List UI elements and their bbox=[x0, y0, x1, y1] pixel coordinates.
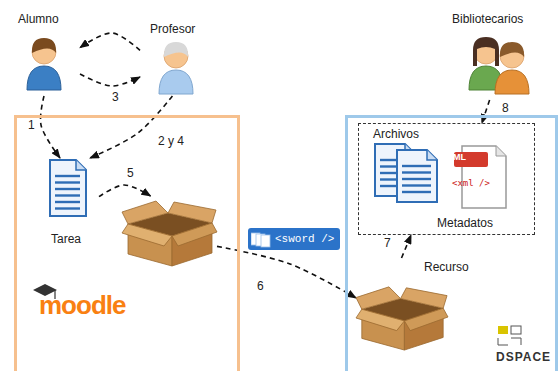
node-title: Bibliotecarios bbox=[452, 12, 523, 26]
box-icon bbox=[122, 196, 217, 268]
logo-corner bbox=[498, 338, 508, 345]
assignment-document: Tarea bbox=[39, 158, 99, 250]
node-title: Recurso bbox=[424, 260, 469, 274]
document-line bbox=[402, 184, 431, 186]
box-flap bbox=[122, 224, 172, 246]
box-flap bbox=[172, 223, 217, 246]
dashed-arrow bbox=[402, 235, 412, 258]
logo-square bbox=[498, 326, 508, 334]
document-line bbox=[402, 178, 431, 180]
sword-icon bbox=[251, 230, 273, 248]
box-flap bbox=[122, 201, 168, 224]
callout-number: 2 y 4 bbox=[156, 134, 186, 148]
dashed-arrow bbox=[80, 74, 140, 86]
node-title: Profesor bbox=[150, 22, 195, 36]
document-line bbox=[402, 191, 431, 193]
box-flap bbox=[404, 308, 448, 330]
package-box bbox=[122, 196, 217, 268]
box-flap bbox=[356, 287, 401, 309]
box-flap bbox=[168, 202, 216, 223]
document-line bbox=[55, 201, 80, 203]
callout-number: 7 bbox=[382, 236, 393, 250]
student-figure: Alumno bbox=[8, 8, 80, 96]
dashed-arrow bbox=[90, 96, 172, 158]
dashed-arrow bbox=[99, 185, 151, 197]
files-icon bbox=[373, 142, 513, 212]
libs-icon bbox=[462, 32, 536, 98]
dashed-arrow bbox=[482, 100, 490, 123]
document-line bbox=[55, 188, 80, 190]
person-hair bbox=[32, 38, 56, 53]
xml-fold bbox=[496, 146, 506, 156]
document-line bbox=[55, 207, 80, 209]
resource-package: Recurso bbox=[356, 258, 486, 358]
document-page bbox=[50, 160, 86, 216]
logo-corner bbox=[511, 338, 521, 345]
prof-icon bbox=[154, 40, 198, 96]
person-body bbox=[159, 70, 193, 94]
files-metadata-group: ArchivosMetadatos bbox=[358, 123, 535, 235]
callout-number: 6 bbox=[255, 279, 266, 293]
node-title: Archivos bbox=[373, 127, 419, 141]
document-fold bbox=[427, 150, 437, 160]
document-page bbox=[397, 150, 437, 202]
dashed-arrow bbox=[80, 33, 140, 50]
document-line bbox=[55, 194, 80, 196]
box-flap bbox=[401, 288, 447, 308]
sword-page bbox=[261, 235, 270, 247]
box-icon bbox=[356, 282, 448, 352]
person-body bbox=[495, 70, 529, 94]
callout-number: 1 bbox=[26, 118, 37, 132]
document-line bbox=[55, 175, 80, 177]
document-fold bbox=[76, 160, 86, 170]
document-line bbox=[402, 165, 431, 167]
label-text: <xml /> bbox=[452, 178, 490, 189]
document-line bbox=[402, 171, 431, 173]
moodle-region: moodle Tarea bbox=[14, 115, 240, 371]
node-title: DSPACE bbox=[496, 350, 551, 364]
callout-number: 8 bbox=[500, 101, 511, 115]
doc-icon bbox=[47, 158, 91, 220]
callout-number: 5 bbox=[125, 166, 136, 180]
student-icon bbox=[24, 34, 64, 94]
box-flap bbox=[356, 309, 404, 330]
person-hair bbox=[164, 42, 188, 57]
document-line bbox=[55, 181, 80, 183]
node-subtitle: Metadatos bbox=[437, 216, 493, 230]
callout-number: 3 bbox=[110, 90, 121, 104]
node-title: moodle bbox=[39, 290, 125, 320]
teacher-figure: Profesor bbox=[140, 20, 212, 96]
node-title: Alumno bbox=[18, 12, 59, 26]
node-title: Tarea bbox=[51, 232, 81, 246]
label-text: XML bbox=[447, 152, 466, 163]
label-text: <sword /> bbox=[275, 232, 334, 246]
dsq-icon bbox=[498, 326, 538, 348]
person-hair bbox=[500, 42, 524, 57]
dashed-arrow bbox=[41, 96, 60, 158]
sword-badge: <sword /> bbox=[248, 228, 340, 250]
person-body bbox=[27, 66, 61, 90]
logo-square bbox=[511, 326, 521, 334]
librarians-figure: Bibliotecarios bbox=[448, 8, 552, 100]
person-hair bbox=[473, 37, 499, 66]
